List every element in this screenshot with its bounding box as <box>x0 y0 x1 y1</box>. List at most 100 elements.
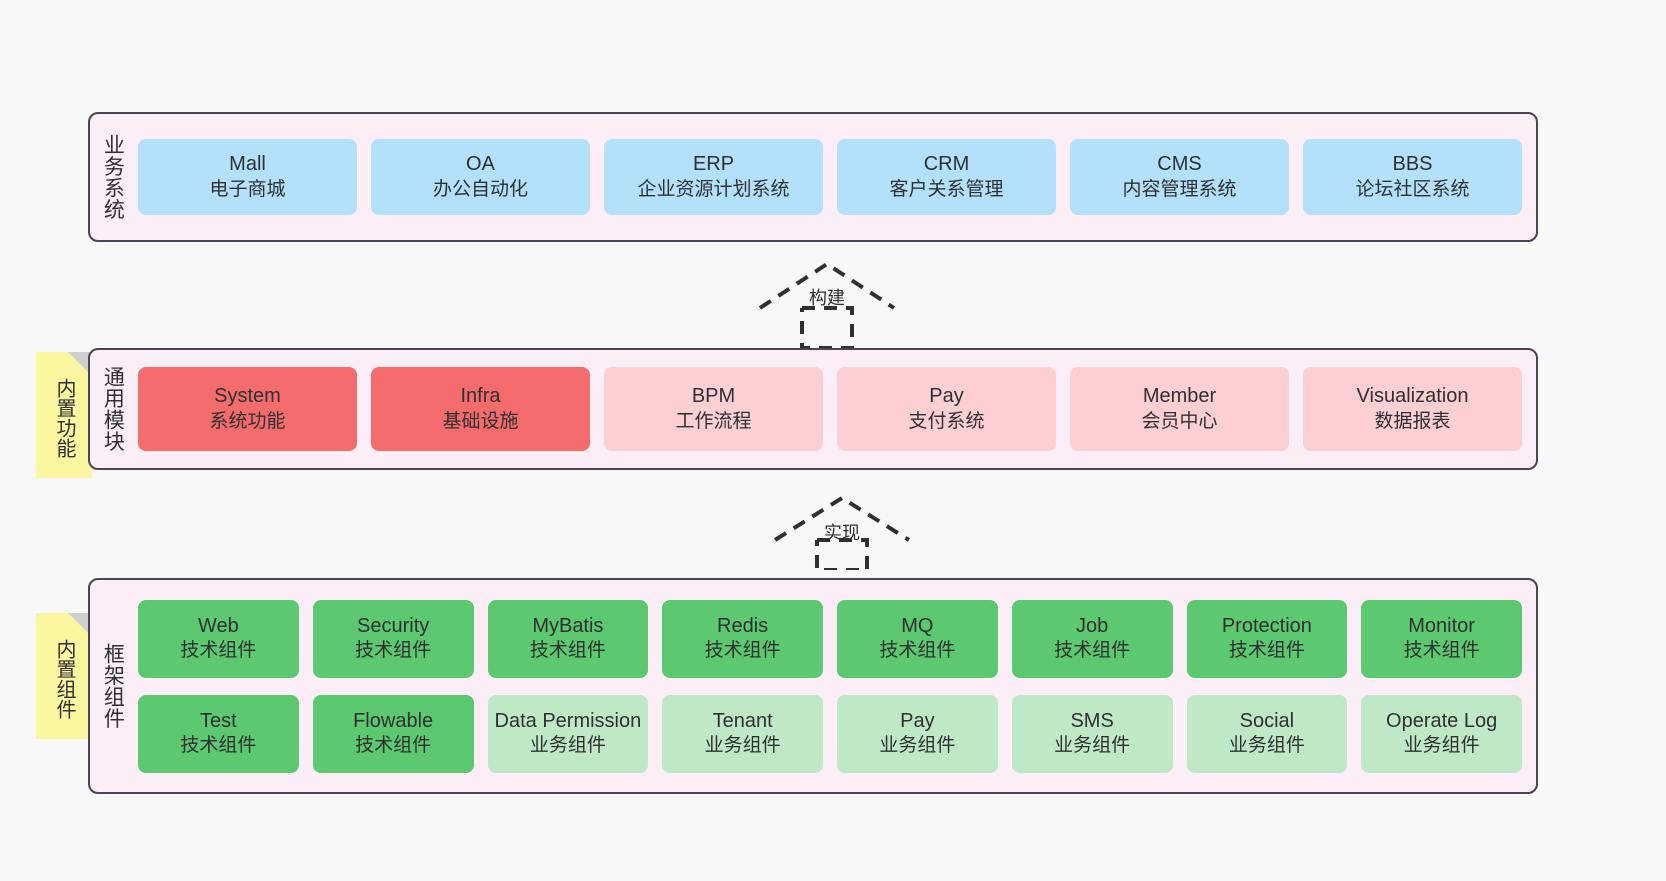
card-member-name: Member <box>1142 385 1217 408</box>
card-mq-desc: 技术组件 <box>879 640 956 662</box>
card-test-desc: 技术组件 <box>180 735 257 757</box>
card-system-name: System <box>214 385 281 408</box>
card-mybatis[interactable]: MyBatis 技术组件 <box>487 599 649 678</box>
card-infra[interactable]: Infra 基础设施 <box>371 367 590 451</box>
card-bbs-desc: 论坛社区系统 <box>1355 178 1470 200</box>
card-security-desc: 技术组件 <box>355 640 432 662</box>
card-security[interactable]: Security 技术组件 <box>312 599 474 678</box>
card-tenant-desc: 业务组件 <box>704 735 781 757</box>
card-oa-name: OA <box>466 153 495 176</box>
connector-implement-arrow <box>773 495 911 570</box>
card-visualization[interactable]: Visualization 数据报表 <box>1303 367 1522 451</box>
card-pay-module[interactable]: Pay 支付系统 <box>837 367 1056 451</box>
card-cms-name: CMS <box>1157 153 1202 176</box>
card-erp-name: ERP <box>692 153 735 176</box>
card-social[interactable]: Social 业务组件 <box>1186 694 1348 773</box>
card-job-name: Job <box>1076 614 1109 637</box>
card-pay-module-name: Pay <box>929 385 964 408</box>
card-mall[interactable]: Mall 电子商城 <box>138 139 357 215</box>
layer-business-system: 业务系统 Mall 电子商城 OA 办公自动化 ERP 企业资源计划系统 CRM… <box>88 112 1538 242</box>
card-pay-component-desc: 业务组件 <box>879 735 956 757</box>
card-sms-desc: 业务组件 <box>1054 735 1131 757</box>
card-data-permission-name: Data Permission <box>494 709 642 732</box>
card-sms-name: SMS <box>1070 709 1114 732</box>
card-mybatis-name: MyBatis <box>532 614 604 637</box>
card-mybatis-desc: 技术组件 <box>529 640 606 662</box>
card-member-desc: 会员中心 <box>1141 410 1218 432</box>
card-bpm-name: BPM <box>691 385 736 408</box>
card-redis-name: Redis <box>717 614 769 637</box>
card-oa-desc: 办公自动化 <box>432 178 528 200</box>
framework-row-business: Test 技术组件 Flowable 技术组件 Data Permission … <box>138 694 1522 773</box>
card-erp[interactable]: ERP 企业资源计划系统 <box>604 139 823 215</box>
card-mq[interactable]: MQ 技术组件 <box>837 599 998 678</box>
card-protection[interactable]: Protection 技术组件 <box>1186 599 1348 678</box>
card-pay-module-desc: 支付系统 <box>908 410 985 432</box>
card-monitor-desc: 技术组件 <box>1403 640 1480 662</box>
card-redis[interactable]: Redis 技术组件 <box>662 599 823 678</box>
connector-build: 构建 <box>755 258 905 348</box>
card-pay-component-name: Pay <box>900 709 935 732</box>
card-member[interactable]: Member 会员中心 <box>1070 367 1289 451</box>
card-test-name: Test <box>200 709 237 732</box>
card-social-name: Social <box>1239 709 1295 732</box>
connector-build-label: 构建 <box>809 288 845 308</box>
card-crm[interactable]: CRM 客户关系管理 <box>837 139 1056 215</box>
card-infra-desc: 基础设施 <box>442 410 519 432</box>
card-operate-log[interactable]: Operate Log 业务组件 <box>1361 694 1522 773</box>
card-oa[interactable]: OA 办公自动化 <box>371 139 590 215</box>
card-visualization-desc: 数据报表 <box>1374 410 1451 432</box>
card-mall-name: Mall <box>229 153 266 176</box>
card-visualization-name: Visualization <box>1356 385 1469 408</box>
card-bpm[interactable]: BPM 工作流程 <box>604 367 823 451</box>
layer-common-modules-cards: System 系统功能 Infra 基础设施 BPM 工作流程 Pay 支付系统… <box>134 350 1536 468</box>
card-web-desc: 技术组件 <box>180 640 257 662</box>
card-mall-desc: 电子商城 <box>209 178 286 200</box>
card-operate-log-name: Operate Log <box>1386 709 1498 732</box>
card-bpm-desc: 工作流程 <box>675 410 752 432</box>
card-crm-name: CRM <box>923 153 970 176</box>
sticky-note-builtin-component: 内置组件 <box>36 613 92 739</box>
connector-implement-label: 实现 <box>824 523 860 543</box>
card-protection-name: Protection <box>1221 614 1312 637</box>
card-social-desc: 业务组件 <box>1228 735 1305 757</box>
layer-common-modules-title: 通用模块 <box>101 366 125 452</box>
card-job[interactable]: Job 技术组件 <box>1011 599 1173 678</box>
card-infra-name: Infra <box>460 385 501 408</box>
card-pay-component[interactable]: Pay 业务组件 <box>837 694 998 773</box>
layer-framework-components-title: 框架组件 <box>101 643 125 729</box>
connector-implement: 实现 <box>770 492 920 570</box>
sticky-note-builtin-function-label: 内置功能 <box>53 378 75 458</box>
card-tenant[interactable]: Tenant 业务组件 <box>662 694 823 773</box>
card-web-name: Web <box>197 614 239 637</box>
card-flowable[interactable]: Flowable 技术组件 <box>312 694 474 773</box>
card-web[interactable]: Web 技术组件 <box>138 599 299 678</box>
card-redis-desc: 技术组件 <box>704 640 781 662</box>
layer-business-system-title: 业务系统 <box>101 134 125 220</box>
card-cms[interactable]: CMS 内容管理系统 <box>1070 139 1289 215</box>
card-job-desc: 技术组件 <box>1054 640 1131 662</box>
card-flowable-name: Flowable <box>353 709 434 732</box>
layer-framework-components: 框架组件 Web 技术组件 Security 技术组件 MyBatis 技术组件… <box>88 578 1538 794</box>
card-flowable-desc: 技术组件 <box>355 735 432 757</box>
card-system[interactable]: System 系统功能 <box>138 367 357 451</box>
layer-common-modules: 通用模块 System 系统功能 Infra 基础设施 BPM 工作流程 Pay… <box>88 348 1538 470</box>
card-erp-desc: 企业资源计划系统 <box>637 178 790 200</box>
card-cms-desc: 内容管理系统 <box>1122 178 1237 200</box>
card-protection-desc: 技术组件 <box>1228 640 1305 662</box>
card-operate-log-desc: 业务组件 <box>1403 735 1480 757</box>
card-monitor[interactable]: Monitor 技术组件 <box>1361 599 1522 678</box>
card-tenant-name: Tenant <box>712 709 773 732</box>
sticky-note-builtin-component-label: 内置组件 <box>53 639 75 719</box>
card-test[interactable]: Test 技术组件 <box>138 694 299 773</box>
sticky-note-builtin-function: 内置功能 <box>36 352 92 478</box>
card-crm-desc: 客户关系管理 <box>889 178 1004 200</box>
layer-framework-components-cards: Web 技术组件 Security 技术组件 MyBatis 技术组件 Redi… <box>134 580 1536 792</box>
card-bbs-name: BBS <box>1392 153 1433 176</box>
card-system-desc: 系统功能 <box>209 410 286 432</box>
card-sms[interactable]: SMS 业务组件 <box>1011 694 1173 773</box>
card-bbs[interactable]: BBS 论坛社区系统 <box>1303 139 1522 215</box>
layer-business-system-cards: Mall 电子商城 OA 办公自动化 ERP 企业资源计划系统 CRM 客户关系… <box>134 114 1536 240</box>
card-data-permission[interactable]: Data Permission 业务组件 <box>487 694 649 773</box>
